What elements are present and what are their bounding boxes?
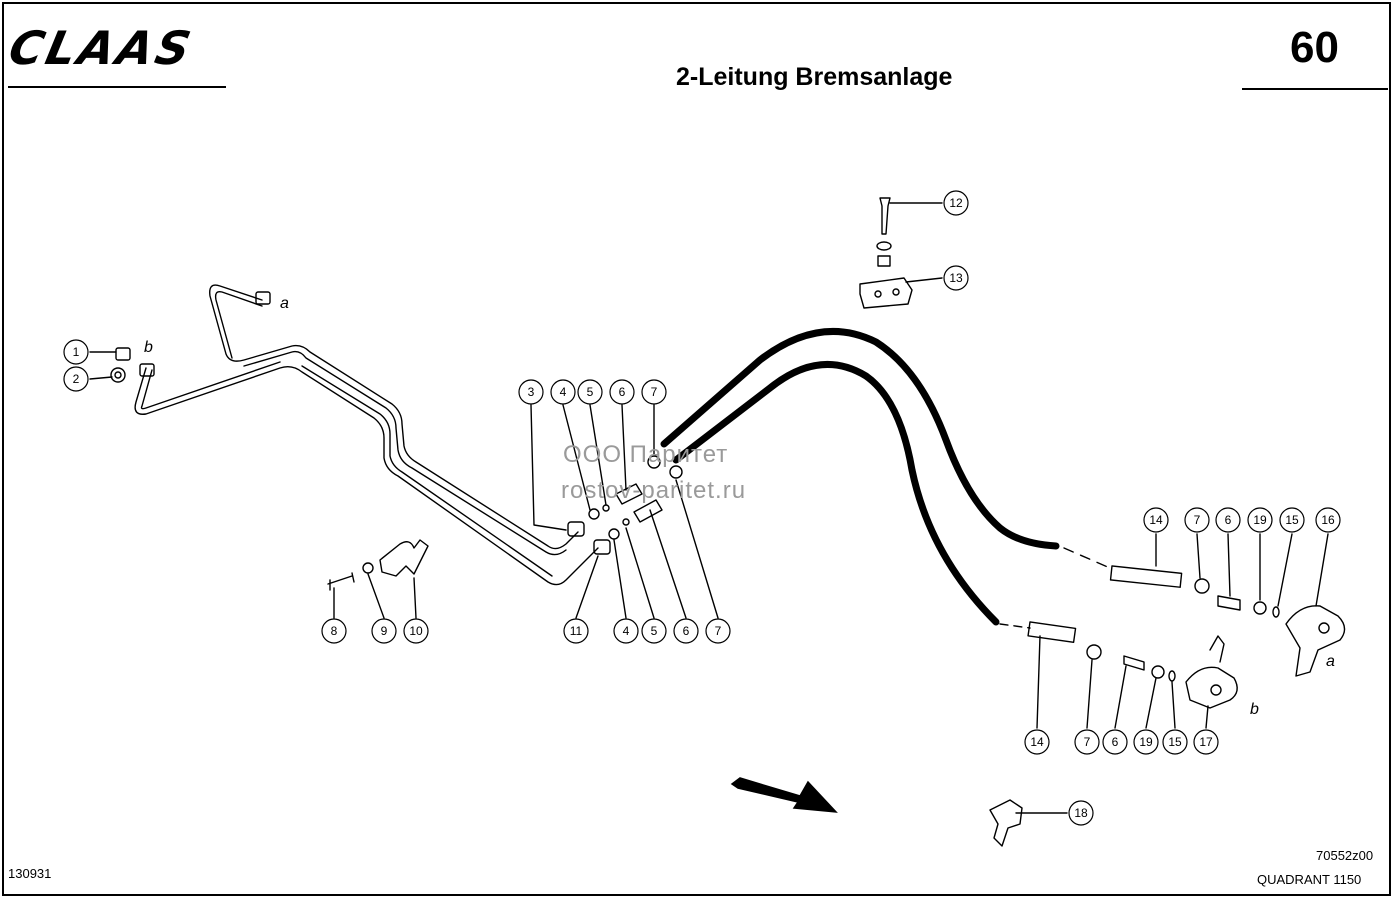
coupling-head-17 [1185, 666, 1238, 709]
page-number-underline [1242, 88, 1388, 90]
letter-b-coupling: b [1250, 701, 1259, 718]
brake-pipe-lower [134, 365, 599, 586]
hose-end-upper [1109, 565, 1183, 588]
watermark-website: rostov-paritet.ru [561, 477, 747, 504]
callout-8: 8 [331, 624, 338, 638]
callout-11: 11 [570, 624, 583, 638]
model-name: QUADRANT 1150 [1257, 872, 1362, 887]
callout-3: 3 [528, 385, 535, 399]
page-number: 60 [1290, 23, 1339, 72]
callout-16: 16 [1321, 513, 1335, 527]
callout-12: 12 [949, 196, 963, 210]
watermark-company: ООО Паритет [563, 441, 729, 468]
callout-4-upper: 4 [560, 385, 567, 399]
hose-lower [672, 361, 1000, 626]
callout-18: 18 [1074, 806, 1088, 820]
footer-left-code: 130931 [8, 866, 52, 881]
callout-5-lower: 5 [651, 624, 658, 638]
pipe-nut-a [255, 291, 271, 305]
bracket-10 [379, 539, 429, 577]
part-2-nut [110, 367, 126, 383]
union-11 [593, 539, 611, 555]
callout-13: 13 [949, 271, 963, 285]
callout-19-upper: 19 [1253, 513, 1267, 527]
callout-10: 10 [409, 624, 423, 638]
coupling-head-16 [1285, 605, 1346, 677]
callout-1: 1 [73, 345, 80, 359]
part-1-cap [115, 347, 131, 361]
callout-14-upper: 14 [1149, 513, 1163, 527]
callout-14-lower: 14 [1030, 735, 1044, 749]
callout-9: 9 [381, 624, 388, 638]
callout-6-right-upper: 6 [1225, 513, 1232, 527]
callout-15-upper: 15 [1285, 513, 1299, 527]
callout-6-right-lower: 6 [1112, 735, 1119, 749]
letter-a-coupling: a [1326, 653, 1335, 670]
callout-4-lower: 4 [623, 624, 630, 638]
direction-arrow [730, 777, 838, 813]
hose-end-lower [1027, 621, 1077, 643]
letter-b-pipe: b [144, 339, 153, 356]
callout-6-lower: 6 [683, 624, 690, 638]
callout-7-right-upper: 7 [1194, 513, 1201, 527]
callout-5-upper: 5 [587, 385, 594, 399]
callout-6-upper: 6 [619, 385, 626, 399]
letter-a-pipe: a [280, 295, 289, 312]
logo-underline [8, 86, 226, 88]
bolt-12 [879, 197, 891, 235]
page-title: 2-Leitung Bremsanlage [676, 63, 953, 91]
brake-pipe-upper [209, 284, 579, 550]
callout-15-lower: 15 [1168, 735, 1182, 749]
callout-17: 17 [1199, 735, 1213, 749]
bolt-8 [327, 572, 355, 591]
callout-19-lower: 19 [1139, 735, 1153, 749]
union-3 [567, 521, 585, 537]
callout-7-lower: 7 [715, 624, 722, 638]
document-code: 70552z00 [1316, 848, 1374, 863]
bracket-18 [989, 799, 1023, 847]
pipe-nut-b [139, 363, 155, 377]
hose-upper [660, 328, 1060, 550]
callout-2: 2 [73, 372, 80, 386]
clamp-9 [362, 562, 374, 574]
callout-7-upper: 7 [651, 385, 658, 399]
callout-7-right-lower: 7 [1084, 735, 1091, 749]
clamp-block-13 [859, 277, 913, 309]
